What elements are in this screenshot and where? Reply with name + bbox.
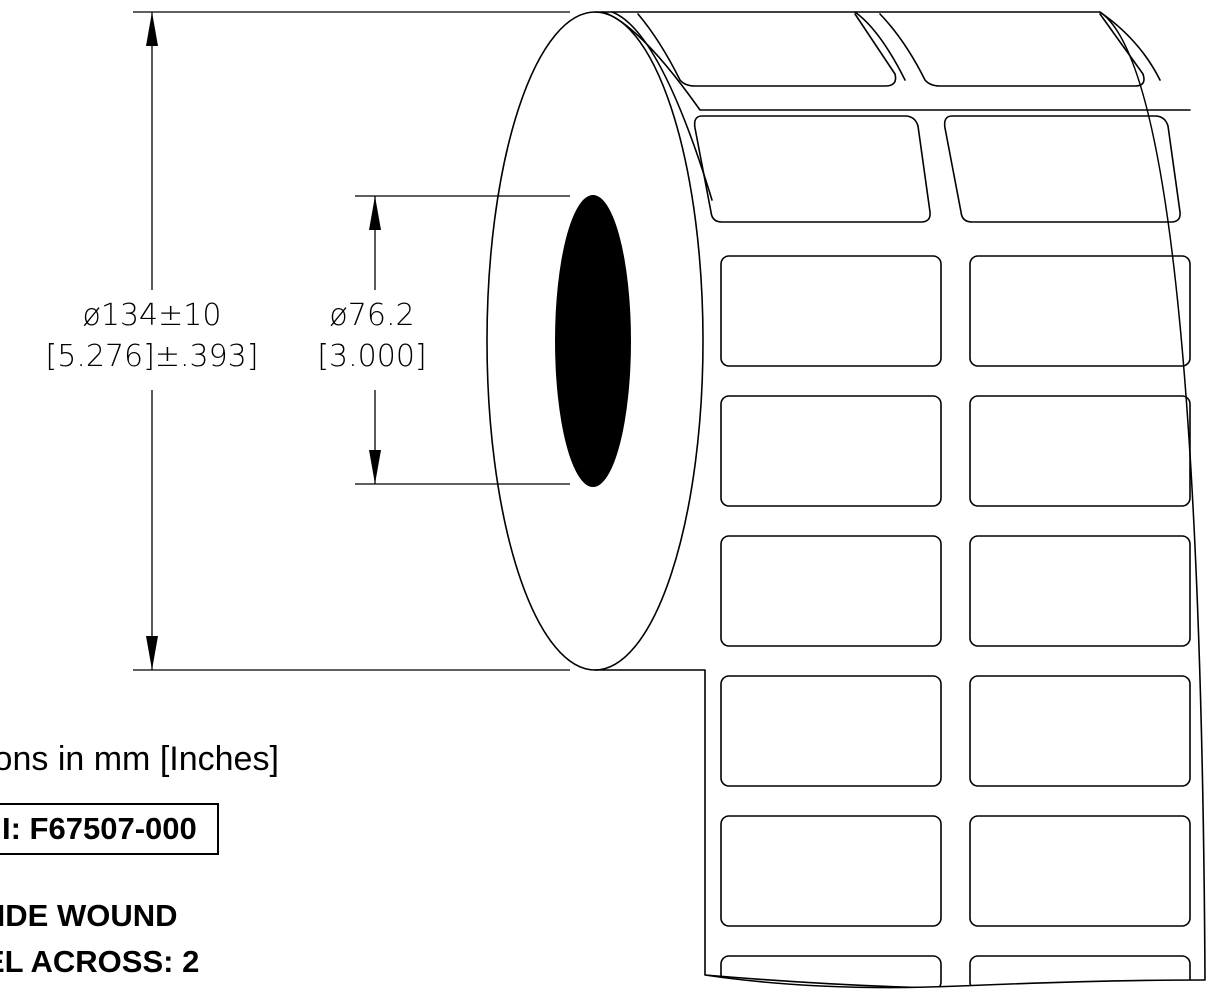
roll-face-ellipse	[486, 11, 704, 671]
label-slanted	[943, 115, 1181, 223]
part-number-box: I: F67507-000	[0, 803, 219, 855]
roll-body	[594, 11, 1206, 990]
label-flat	[720, 815, 942, 927]
wrap-ridge	[854, 11, 906, 81]
label-flat	[720, 675, 942, 787]
core-diameter-mm: ø76.2	[329, 298, 414, 333]
label-flat	[720, 535, 942, 647]
roll-cutoff-mask	[705, 975, 1205, 994]
label-flat	[969, 255, 1191, 367]
units-note: ions in mm [Inches]	[0, 740, 279, 778]
arrowhead-up	[146, 12, 158, 46]
labels-across-note: EL ACROSS: 2	[0, 944, 200, 979]
label-flat	[720, 395, 942, 507]
label-curved	[879, 13, 1145, 87]
core-hole	[555, 195, 631, 487]
label-curved	[637, 13, 897, 87]
label-slanted	[693, 115, 931, 223]
label-flat	[969, 535, 1191, 647]
core-diameter-in: [3.000]	[317, 339, 426, 374]
arrowhead-down	[369, 450, 381, 484]
roll-cutoff-edge	[704, 974, 1206, 989]
label-flat	[969, 675, 1191, 787]
label-flat	[969, 815, 1191, 927]
label-flat	[969, 395, 1191, 507]
wrap-ridge	[611, 11, 713, 201]
wound-note: SIDE WOUND	[0, 898, 178, 933]
label-flat	[720, 255, 942, 367]
wrap-ridge	[602, 11, 1191, 111]
outer-diameter-in: [5.276]±.393]	[46, 339, 259, 374]
arrowhead-up	[369, 196, 381, 230]
wrap-ridge	[1099, 11, 1161, 81]
arrowhead-down	[146, 636, 158, 670]
outer-diameter-mm: ø134±10	[83, 298, 222, 333]
